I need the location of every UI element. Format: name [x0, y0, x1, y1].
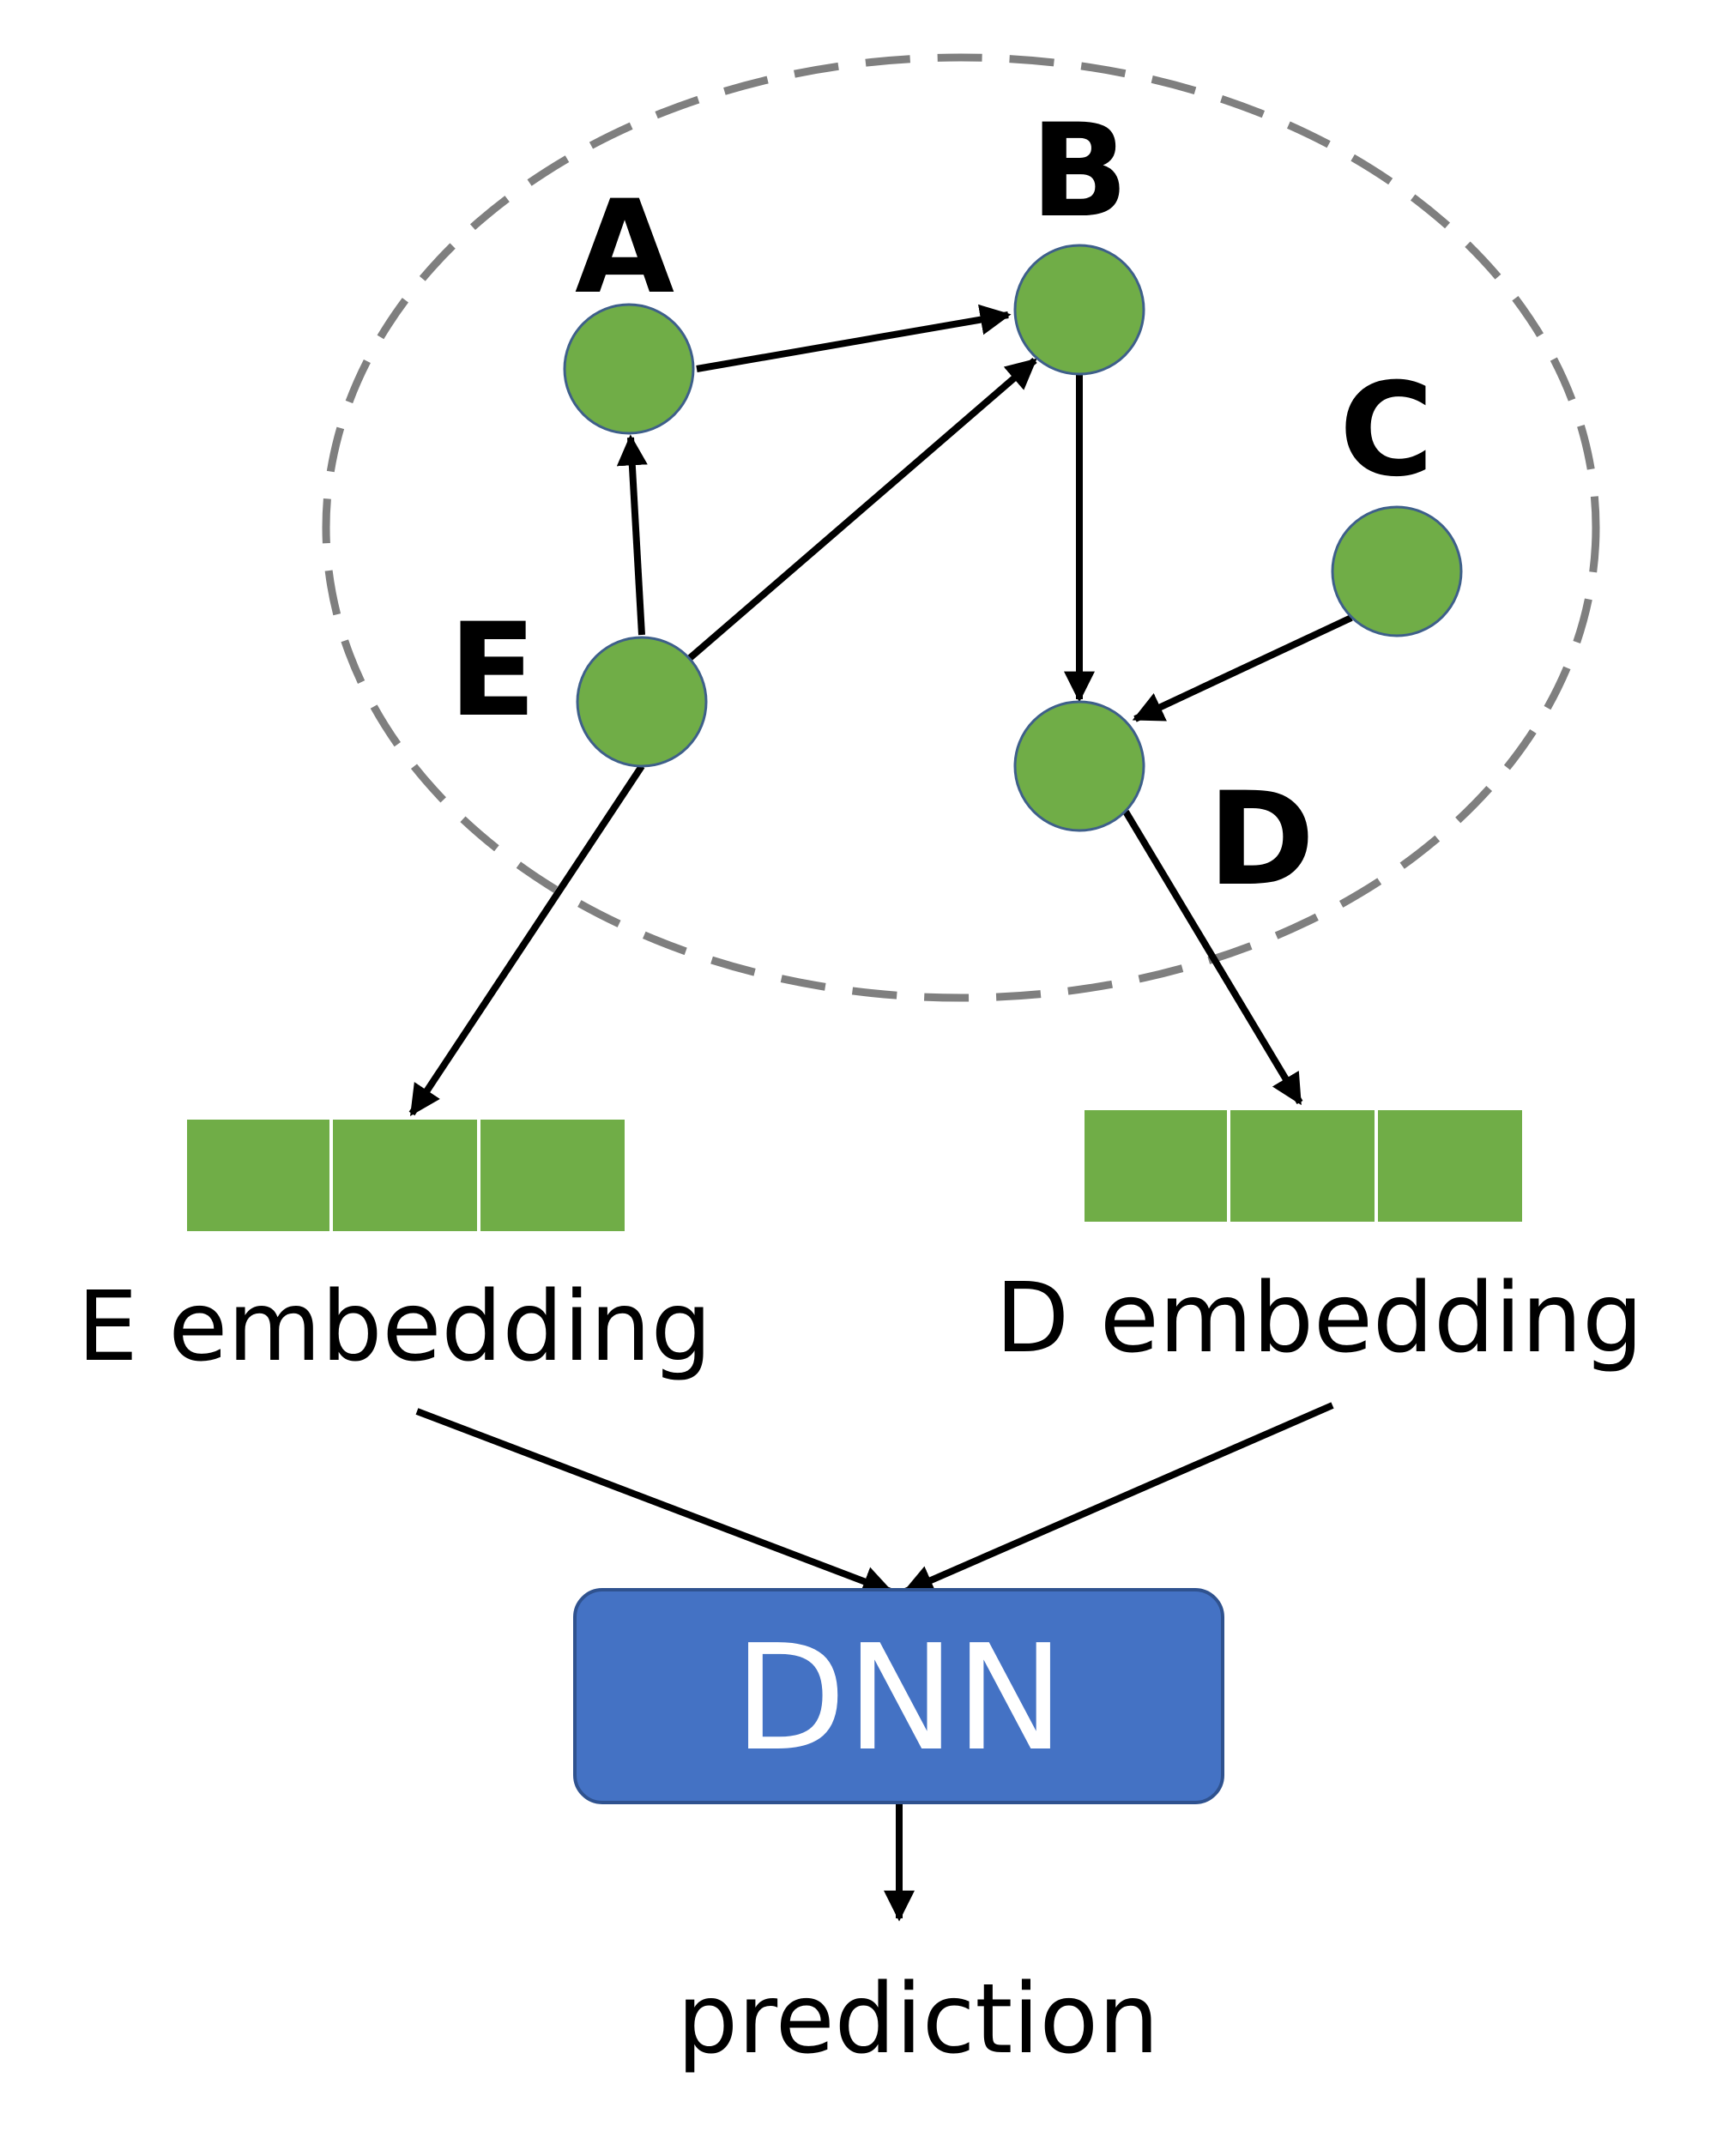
e-embedding-cell: [184, 1116, 333, 1235]
graph-cluster-boundary: [322, 53, 1600, 1002]
node-b: B: [1013, 97, 1145, 376]
node-d-circle: [1013, 700, 1145, 832]
d-embedding-label: D embedding: [995, 1263, 1643, 1374]
node-c: C: [1331, 356, 1463, 637]
edge-c-to-d: [1132, 614, 1353, 722]
e-embedding-vector: [184, 1116, 628, 1235]
e-embedding-cell: [477, 1116, 628, 1235]
node-b-label: B: [1030, 97, 1128, 246]
edge-e-to-a: [616, 434, 648, 636]
node-a-circle: [563, 303, 695, 435]
node-c-label: C: [1339, 356, 1434, 505]
node-b-circle: [1013, 244, 1145, 376]
edge-d-embedding-to-dnn: [902, 1402, 1334, 1595]
dnn-label: DNN: [734, 1614, 1064, 1784]
edge-e-to-embedding: [408, 764, 645, 1117]
edge-e-to-b: [687, 357, 1037, 661]
node-e-label: E: [449, 596, 536, 746]
node-d: D: [1013, 700, 1315, 915]
node-d-label: D: [1208, 765, 1315, 915]
node-a-label: A: [575, 173, 674, 323]
e-embedding-label: E embedding: [77, 1271, 712, 1383]
d-embedding-cell: [1227, 1107, 1378, 1225]
edge-a-to-b: [696, 304, 1012, 372]
node-e-circle: [576, 636, 708, 768]
d-embedding-cell: [1375, 1107, 1526, 1225]
node-e: E: [449, 596, 708, 768]
node-c-circle: [1331, 505, 1463, 637]
dnn-box: [573, 1588, 1224, 1804]
edge-d-to-embedding: [1122, 809, 1303, 1106]
edge-e-embedding-to-dnn: [415, 1408, 894, 1597]
dnn-block: DNN: [573, 1588, 1224, 1804]
d-embedding-vector: [1081, 1107, 1526, 1225]
e-embedding-cell: [329, 1116, 480, 1235]
prediction-label: prediction: [677, 1964, 1159, 2075]
d-embedding-cell: [1081, 1107, 1230, 1225]
node-a: A: [563, 173, 695, 435]
